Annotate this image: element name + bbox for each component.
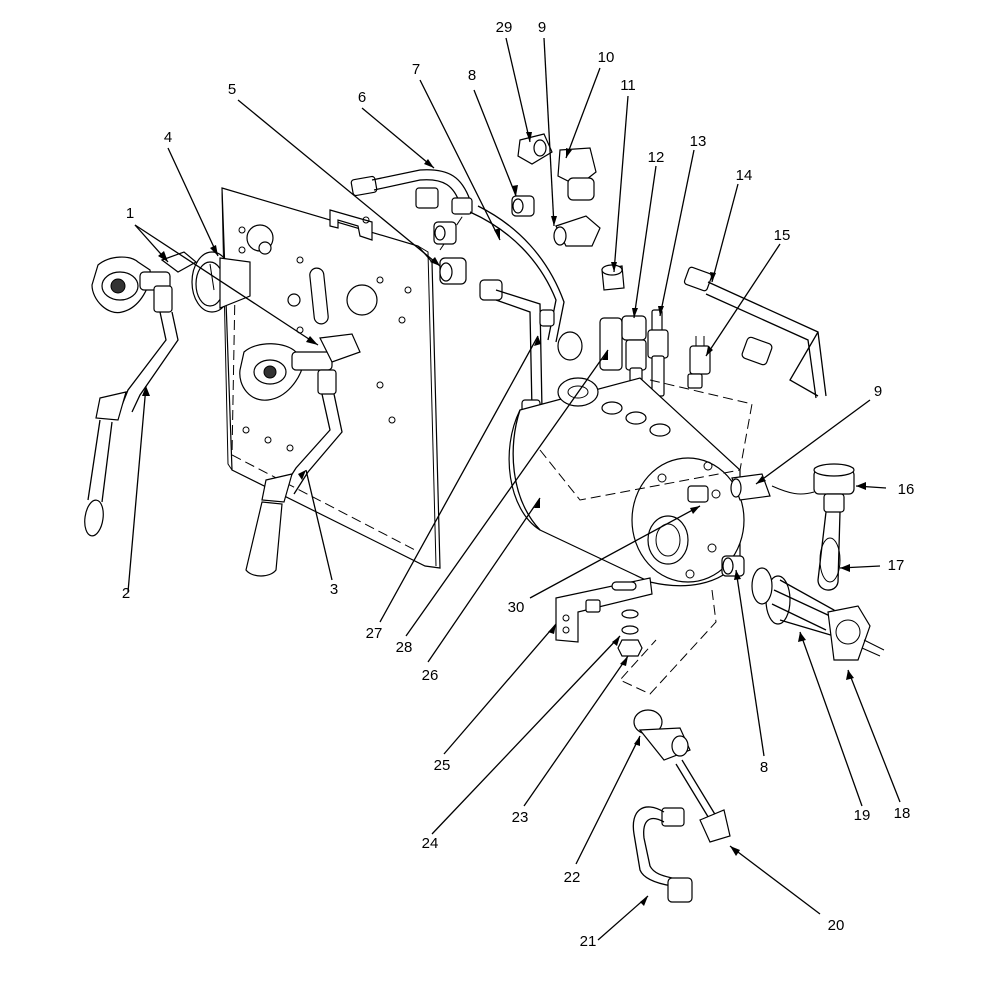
boiler-26 [508, 377, 753, 587]
nut-23 [617, 639, 643, 657]
element-plug-18 [827, 605, 885, 661]
top-pipe-6 [350, 169, 473, 215]
callout-8-bottom: 8 [760, 759, 768, 776]
callout-26: 26 [422, 667, 439, 684]
sensor-13 [647, 309, 669, 397]
cap-11 [601, 264, 625, 291]
callout-22: 22 [564, 869, 581, 886]
callout-19: 19 [854, 807, 871, 824]
elbow-9-top [553, 215, 601, 247]
callout-3: 3 [330, 581, 338, 598]
washers-24 [621, 609, 639, 635]
fitting-30 [687, 485, 709, 503]
leader-arrowheads [142, 132, 866, 906]
heating-element-19 [751, 567, 835, 637]
callout-18: 18 [894, 805, 911, 822]
callout-24: 24 [422, 835, 439, 852]
fitting-8-right [721, 555, 745, 577]
callout-14: 14 [736, 167, 753, 184]
bracket-25 [555, 577, 653, 643]
callout-23: 23 [512, 809, 529, 826]
callout-27: 27 [366, 625, 383, 642]
fittings-5 [415, 187, 467, 285]
callout-25: 25 [434, 757, 451, 774]
callout-13: 13 [690, 133, 707, 150]
callout-28: 28 [396, 639, 413, 656]
pipe-7 [469, 205, 583, 361]
callout-20: 20 [828, 917, 845, 934]
callout-29: 29 [496, 19, 513, 36]
callout-8-top: 8 [468, 67, 476, 84]
upper-valve-assembly [91, 251, 198, 314]
leader-lines [127, 37, 901, 941]
callout-30: 30 [508, 599, 525, 616]
callout-labels: 1 2 3 4 5 6 7 8 8 9 9 10 11 12 13 14 15 … [122, 19, 915, 950]
callout-1: 1 [126, 205, 134, 222]
tube-20 [675, 759, 731, 843]
callout-21: 21 [580, 933, 597, 950]
pipe-21 [632, 806, 693, 903]
callout-17: 17 [888, 557, 905, 574]
callout-9-right: 9 [874, 383, 882, 400]
callout-4: 4 [164, 129, 172, 146]
probe-17 [817, 511, 841, 591]
callout-16: 16 [898, 481, 915, 498]
panel-top-bracket [329, 209, 373, 241]
callout-5: 5 [228, 81, 236, 98]
fitting-29 [517, 133, 553, 165]
switch-15 [687, 336, 711, 389]
tee-10 [557, 147, 597, 201]
callout-11: 11 [620, 77, 636, 94]
callout-2: 2 [122, 585, 130, 602]
valve-12 [621, 315, 647, 387]
tee-fitting-22 [633, 709, 691, 761]
lower-valve-assembly [239, 333, 361, 401]
upper-wand [84, 311, 179, 537]
pipe-14 [683, 266, 827, 399]
lower-wand [245, 393, 343, 577]
fitting-8-top [511, 195, 535, 217]
callout-7: 7 [412, 61, 420, 78]
callout-10: 10 [598, 49, 615, 66]
callout-12: 12 [648, 149, 665, 166]
callout-15: 15 [774, 227, 791, 244]
pipe-27 [479, 279, 555, 417]
thermostat-16 [771, 463, 855, 513]
fitting-28 [599, 317, 623, 371]
callout-6: 6 [358, 89, 366, 106]
callout-9-top: 9 [538, 19, 546, 36]
